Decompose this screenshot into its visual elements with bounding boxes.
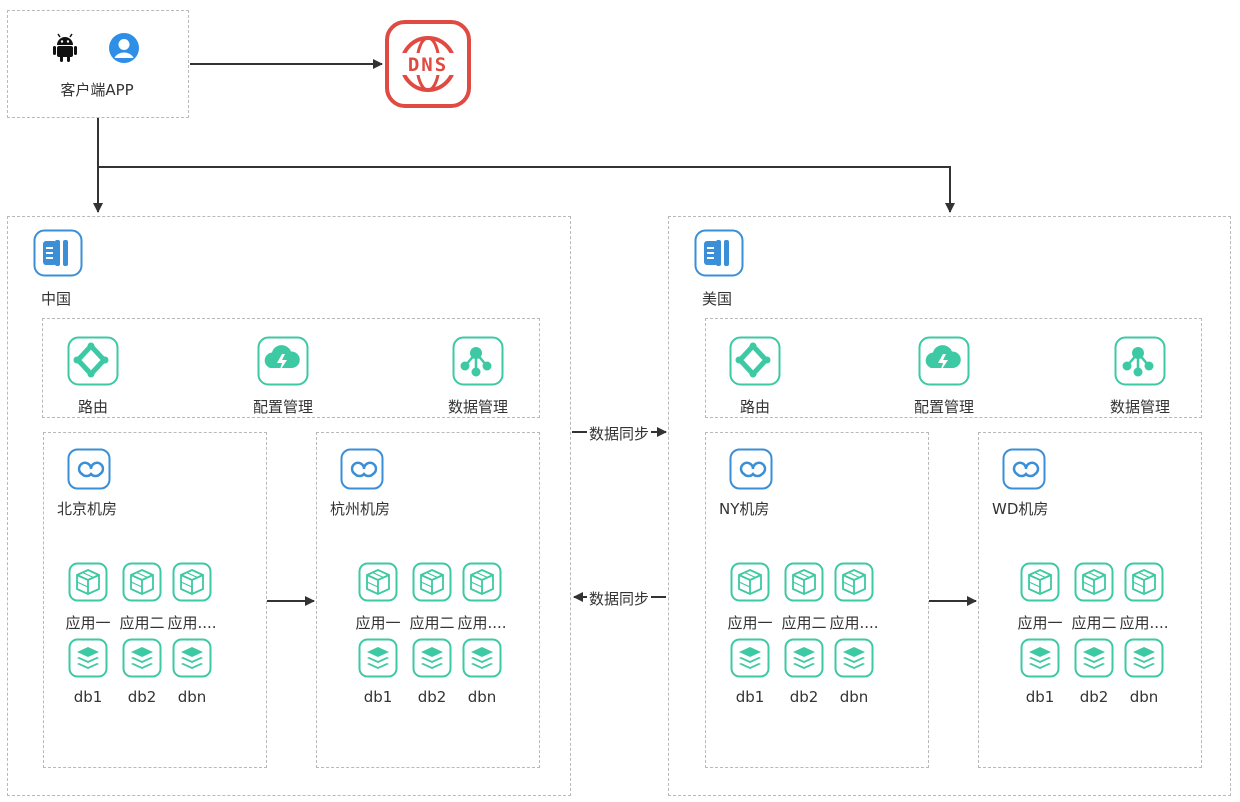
client-app-label: 客户端APP xyxy=(60,81,134,99)
app-label: 应用.... xyxy=(1119,614,1169,632)
region-box xyxy=(7,216,571,796)
app-label: 应用一 xyxy=(727,614,773,632)
database-stack-icon xyxy=(412,638,452,678)
db-label: db2 xyxy=(1079,688,1109,706)
app-label: 应用.... xyxy=(457,614,507,632)
app-cube-icon xyxy=(784,562,824,602)
service-data: 数据管理 xyxy=(1109,398,1171,416)
user-icon xyxy=(108,32,140,64)
app-label: 应用一 xyxy=(65,614,111,632)
db-label: db1 xyxy=(73,688,103,706)
route-icon xyxy=(67,336,119,386)
app-cube-icon xyxy=(730,562,770,602)
db-label: dbn xyxy=(177,688,207,706)
app-cube-icon xyxy=(462,562,502,602)
datacenter-room-icon xyxy=(340,448,384,490)
database-stack-icon xyxy=(730,638,770,678)
app-cube-icon xyxy=(412,562,452,602)
app-label: 应用二 xyxy=(409,614,455,632)
config-cloud-icon xyxy=(257,336,309,386)
app-cube-icon xyxy=(358,562,398,602)
db-label: dbn xyxy=(839,688,869,706)
db-label: db2 xyxy=(127,688,157,706)
service-config: 配置管理 xyxy=(913,398,975,416)
database-stack-icon xyxy=(122,638,162,678)
app-cube-icon xyxy=(1124,562,1164,602)
room-name: NY机房 xyxy=(719,500,770,518)
db-label: db1 xyxy=(1025,688,1055,706)
app-cube-icon xyxy=(834,562,874,602)
config-cloud-icon xyxy=(918,336,970,386)
database-stack-icon xyxy=(834,638,874,678)
datacenter-room-icon xyxy=(729,448,773,490)
app-label: 应用二 xyxy=(1071,614,1117,632)
datacenter-room-box xyxy=(316,432,540,768)
room-name: WD机房 xyxy=(992,500,1049,518)
database-stack-icon xyxy=(172,638,212,678)
datacenter-room-icon xyxy=(67,448,111,490)
route-icon xyxy=(729,336,781,386)
app-cube-icon xyxy=(1074,562,1114,602)
android-icon xyxy=(52,33,78,63)
data-management-icon xyxy=(452,336,504,386)
region-name: 中国 xyxy=(41,290,72,308)
room-name: 北京机房 xyxy=(57,500,118,518)
db-label: dbn xyxy=(467,688,497,706)
app-label: 应用一 xyxy=(355,614,401,632)
database-stack-icon xyxy=(1020,638,1060,678)
datacenter-room-box xyxy=(978,432,1202,768)
data-management-icon xyxy=(1114,336,1166,386)
app-cube-icon xyxy=(68,562,108,602)
db-label: db1 xyxy=(363,688,393,706)
app-cube-icon xyxy=(172,562,212,602)
region-name: 美国 xyxy=(702,290,733,308)
client-app-box xyxy=(7,10,189,118)
app-label: 应用一 xyxy=(1017,614,1063,632)
app-label: 应用.... xyxy=(829,614,879,632)
app-cube-icon xyxy=(1020,562,1060,602)
datacenter-room-box xyxy=(705,432,929,768)
database-stack-icon xyxy=(358,638,398,678)
shared-services-box xyxy=(705,318,1202,418)
database-stack-icon xyxy=(462,638,502,678)
sync-label-top: 数据同步 xyxy=(587,423,652,444)
db-label: db2 xyxy=(789,688,819,706)
db-label: dbn xyxy=(1129,688,1159,706)
dns-icon: DNS xyxy=(385,20,471,108)
datacenter-room-icon xyxy=(1002,448,1046,490)
service-config: 配置管理 xyxy=(252,398,314,416)
datacenter-region-icon xyxy=(694,229,744,277)
app-label: 应用二 xyxy=(781,614,827,632)
database-stack-icon xyxy=(68,638,108,678)
region-box xyxy=(668,216,1231,796)
datacenter-region-icon xyxy=(33,229,83,277)
app-label: 应用二 xyxy=(119,614,165,632)
dns-label: DNS xyxy=(408,54,448,76)
app-cube-icon xyxy=(122,562,162,602)
shared-services-box xyxy=(42,318,540,418)
arrow-client-to-usa xyxy=(98,166,955,213)
app-label: 应用.... xyxy=(167,614,217,632)
service-data: 数据管理 xyxy=(447,398,509,416)
database-stack-icon xyxy=(784,638,824,678)
datacenter-room-box xyxy=(43,432,267,768)
database-stack-icon xyxy=(1124,638,1164,678)
room-name: 杭州机房 xyxy=(330,500,391,518)
database-stack-icon xyxy=(1074,638,1114,678)
sync-label-bottom: 数据同步 xyxy=(587,588,652,609)
service-routing: 路由 xyxy=(739,398,771,416)
db-label: db2 xyxy=(417,688,447,706)
service-routing: 路由 xyxy=(77,398,109,416)
db-label: db1 xyxy=(735,688,765,706)
